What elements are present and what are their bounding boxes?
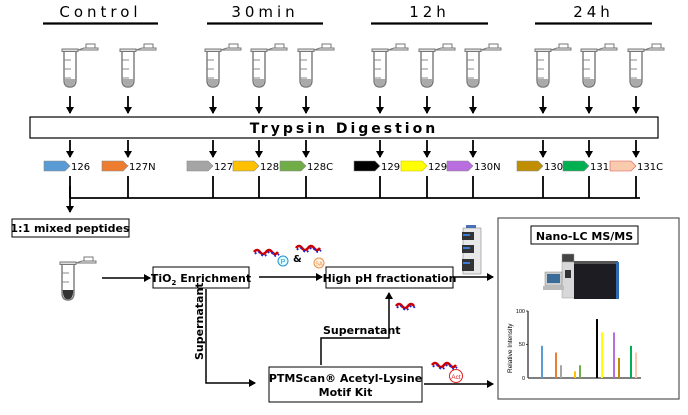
tag-label: 129C xyxy=(428,162,454,173)
tag-swatch xyxy=(43,160,71,172)
tag-label: 126 xyxy=(71,162,90,173)
spectrum-bar-129n xyxy=(596,319,598,378)
sample-tube-icon xyxy=(204,43,242,88)
tio2-enrichment-label: TiO2 Enrichment xyxy=(151,272,251,287)
tag-label: 128N xyxy=(260,162,287,173)
tag-label: 129N xyxy=(381,162,408,173)
svg-text:SA: SA xyxy=(315,262,323,268)
spectrum-ytick-0: 0 xyxy=(522,376,525,382)
spectrum-ytick-100: 100 xyxy=(516,309,525,315)
tio2-enrichment-box xyxy=(152,266,250,289)
spectrum-bar-126 xyxy=(541,345,543,378)
sample-tube-icon xyxy=(250,43,288,88)
tmt-tag-127c: 127C xyxy=(186,160,240,173)
tmt-tag-130n: 130N xyxy=(446,160,501,173)
tag-label: 127N xyxy=(129,162,156,173)
group-label-30min: 30min xyxy=(231,3,298,21)
svg-text:Act: Act xyxy=(451,374,461,381)
sample-tube-icon xyxy=(580,43,618,88)
group-label-control: Control xyxy=(59,3,141,21)
sample-tube-icon xyxy=(61,43,99,88)
tag-swatch xyxy=(101,160,129,172)
supernatant-horizontal-label: Supernatant xyxy=(323,324,401,337)
tag-swatch xyxy=(609,160,637,172)
spectrum-bar-127c xyxy=(560,365,562,378)
sample-tube-icon xyxy=(297,43,335,88)
trypsin-digestion-box xyxy=(29,116,659,139)
tag-swatch xyxy=(186,160,214,172)
supernatant-arrow-down xyxy=(205,289,256,387)
mixed-peptides-box xyxy=(11,218,130,238)
acetylpeptide-icon: Act xyxy=(431,361,463,383)
ptmscan-box xyxy=(268,366,423,403)
peptide-icon xyxy=(395,302,416,311)
tag-swatch xyxy=(400,160,428,172)
tag-label: 130C xyxy=(544,162,570,173)
mass-spectrometer-icon xyxy=(543,253,619,299)
tag-label: 128C xyxy=(307,162,333,173)
ms-panel xyxy=(497,217,680,400)
tag-label: 127C xyxy=(214,162,240,173)
sample-tube-icon xyxy=(371,43,409,88)
tag-label: 131N xyxy=(590,162,617,173)
tmt-tag-129n: 129N xyxy=(353,160,408,173)
spectrum-bar-130c xyxy=(618,357,620,378)
tag-swatch xyxy=(446,160,474,172)
spectrum-bar-128n xyxy=(574,371,576,378)
high-ph-fractionation-label: High pH fractionation xyxy=(323,272,457,285)
tag-swatch xyxy=(562,160,590,172)
nanolc-label: Nano-LC MS/MS xyxy=(536,230,633,243)
mixed-tube-icon xyxy=(59,256,97,301)
tag-swatch xyxy=(516,160,544,172)
spectrum-bar-128c xyxy=(579,365,581,378)
spectrum-ylabel: Relative Intensity xyxy=(507,323,514,373)
sample-tube-icon xyxy=(464,43,502,88)
tag-label: 130N xyxy=(474,162,501,173)
mixed-peptides-label: 1:1 mixed peptides xyxy=(10,222,130,235)
supernatant-vertical-label: Supernatant xyxy=(193,282,206,360)
ptmscan-line1: PTMScan® Acetyl-Lysine xyxy=(269,372,422,385)
tmt-tag-131n: 131N xyxy=(562,160,617,173)
group-label-12h: 12h xyxy=(409,3,450,21)
sample-tube-icon xyxy=(627,43,665,88)
group-label-24h: 24h xyxy=(573,3,614,21)
sialopeptide-icon: SA xyxy=(295,244,325,269)
spectrum-bar-130n xyxy=(613,332,615,378)
trypsin-digestion-label: Trypsin Digestion xyxy=(250,121,438,137)
spectrum-bar-127n xyxy=(555,352,557,378)
phosphopeptide-icon: P xyxy=(253,248,289,267)
tmt-tag-130c: 130C xyxy=(516,160,570,173)
tag-swatch xyxy=(232,160,260,172)
sample-tube-icon xyxy=(418,43,456,88)
ptmscan-line2: Motif Kit xyxy=(319,386,373,399)
tmt-tag-127n: 127N xyxy=(101,160,156,173)
tmt-tag-128c: 128C xyxy=(279,160,333,173)
spectrum-chart: Relative Intensity 0 50 100 xyxy=(507,309,641,382)
sample-tube-icon xyxy=(534,43,572,88)
tmt-tag-128n: 128N xyxy=(232,160,287,173)
hplc-instrument-icon xyxy=(462,225,482,275)
ampersand: & xyxy=(293,254,302,265)
tag-swatch xyxy=(279,160,307,172)
nanolc-box xyxy=(530,225,639,245)
tag-swatch xyxy=(353,160,381,172)
spectrum-ytick-50: 50 xyxy=(519,342,525,348)
spectrum-bar-131n xyxy=(630,345,632,378)
tmt-tag-129c: 129C xyxy=(400,160,454,173)
high-ph-fractionation-box xyxy=(325,266,454,289)
tag-label: 131C xyxy=(637,162,663,173)
spectrum-bar-129c xyxy=(601,332,603,378)
spectrum-bar-131c xyxy=(635,352,637,378)
tmt-tag-131c: 131C xyxy=(609,160,663,173)
svg-text:P: P xyxy=(281,259,286,266)
supernatant-arrow-up xyxy=(320,292,393,365)
tmt-tag-126: 126 xyxy=(43,160,90,173)
sample-tube-icon xyxy=(119,43,157,88)
